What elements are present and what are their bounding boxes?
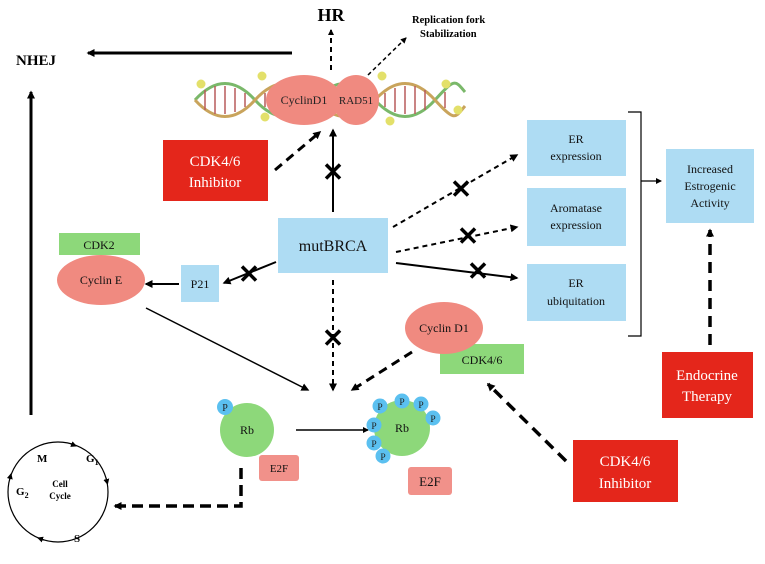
endocrine-therapy-box: [662, 352, 753, 418]
cell-cycle-arrow-4: [6, 473, 13, 481]
increased-line3: Activity: [690, 196, 729, 210]
cdk46-inhibitor-top-box: [163, 140, 268, 201]
arrow-to-replication-fork: [367, 37, 407, 76]
rad51-label: RAD51: [339, 95, 373, 107]
block-mark-down: ✕: [322, 324, 344, 353]
rb-left-label: Rb: [240, 423, 254, 437]
grouping-bracket: [628, 111, 642, 337]
arrow-e2f-to-cell-cycle: [113, 468, 243, 510]
svg-text:P: P: [418, 401, 423, 411]
rb-right-circle: [374, 400, 430, 456]
block-mark-er-expression: ✕: [450, 175, 472, 204]
e2f-left-box: [259, 455, 299, 481]
svg-text:P: P: [399, 398, 404, 408]
svg-text:P: P: [371, 440, 376, 450]
svg-text:P: P: [430, 415, 435, 425]
aromatase-line1: Aromatase: [550, 201, 602, 215]
block-mark-aromatase: ✕: [457, 222, 479, 251]
er-expression-line1: ER: [568, 132, 583, 146]
cdk2-label: CDK2: [83, 238, 114, 252]
e2f-left-label: E2F: [270, 463, 288, 475]
phase-m: M: [37, 453, 48, 465]
cell-cycle-circle: [7, 441, 109, 543]
increased-line1: Increased: [687, 162, 733, 176]
cdk46-inhibitor-top-line1: CDK4/6: [190, 154, 241, 170]
rb-left-circle: [220, 403, 274, 457]
p21-label: P21: [191, 277, 210, 291]
er-expression-line2: expression: [550, 149, 601, 163]
phase-g1: G1: [86, 453, 99, 467]
cyclin-d1-mid-label: Cyclin D1: [419, 321, 469, 335]
mutbrca-label: mutBRCA: [299, 238, 368, 255]
cell-cycle-line2: Cycle: [49, 491, 71, 501]
mutbrca-box: [278, 218, 388, 273]
cdk46-inhibitor-bottom-line2: Inhibitor: [599, 476, 652, 492]
cyclin-d1-oval-top: [266, 75, 342, 125]
block-mark-up: ✕: [322, 158, 344, 187]
er-ubiquitation-line2: ubiquitation: [547, 294, 605, 308]
cdk46-inhibitor-top-line2: Inhibitor: [189, 175, 242, 191]
rad51-oval: [333, 75, 379, 125]
phospho-group-right: P P P P P P P: [366, 393, 441, 464]
cyclin-d1-oval-mid: [405, 302, 483, 354]
phase-s: S: [74, 533, 80, 545]
er-expression-box: [527, 120, 626, 176]
cell-cycle-arrow-3: [37, 536, 45, 543]
block-mark-er-ubiquitation: ✕: [467, 257, 489, 286]
arrow-mutbrca-to-p21: [222, 261, 277, 285]
block-mark-p21: ✕: [238, 260, 260, 289]
er-ubiquitation-line1: ER: [568, 276, 583, 290]
er-ubiquitation-box: [527, 264, 626, 321]
phase-g2: G2: [16, 486, 29, 500]
dna-helix: [193, 71, 467, 126]
hr-label: HR: [318, 5, 346, 25]
svg-text:P: P: [377, 403, 382, 413]
p21-box: [181, 265, 219, 302]
e2f-right-label: E2F: [419, 474, 441, 489]
cdk46-inhibitor-bottom-box: [573, 440, 678, 502]
endocrine-line2: Therapy: [682, 389, 732, 405]
e2f-right-box: [408, 467, 452, 495]
replication-fork-label-line2: Stabilization: [420, 29, 477, 40]
rb-right-label: Rb: [395, 421, 409, 435]
arrow-mutbrca-to-er-expression: [392, 154, 519, 228]
arrow-mutbrca-to-er-ubiquitation: [395, 262, 519, 282]
increased-line2: Estrogenic: [684, 179, 735, 193]
arrow-cyclin-d1-to-rb: [350, 350, 413, 392]
replication-fork-label-line1: Replication fork: [412, 15, 485, 26]
cdk46-inhibitor-bottom-line1: CDK4/6: [600, 454, 651, 470]
increased-estrogenic-box: [666, 149, 754, 223]
aromatase-box: [527, 188, 626, 246]
aromatase-line2: expression: [550, 218, 601, 232]
arrow-inhibitor-to-cyclin-d1: [274, 130, 322, 172]
phospho-left-label: P: [222, 403, 228, 414]
nhej-label: NHEJ: [16, 53, 57, 69]
cdk2-box: [59, 233, 140, 255]
cell-cycle-arrow-2: [103, 477, 110, 485]
arrow-cyclin-e-to-rb: [145, 307, 310, 391]
cyclin-e-label: Cyclin E: [80, 273, 122, 287]
cell-cycle-line1: Cell: [52, 479, 68, 489]
svg-text:P: P: [380, 453, 385, 463]
cyclin-e-oval: [57, 255, 145, 305]
cdk46-label: CDK4/6: [462, 353, 503, 367]
cell-cycle-arrow-1: [69, 441, 77, 447]
phospho-left: [217, 399, 233, 415]
arrow-mutbrca-to-aromatase: [395, 224, 519, 253]
arrow-inhibitor-to-cdk46: [486, 382, 568, 463]
endocrine-line1: Endocrine: [676, 368, 738, 384]
cyclin-d1-top-label: CyclinD1: [281, 93, 328, 107]
svg-text:P: P: [371, 422, 376, 432]
